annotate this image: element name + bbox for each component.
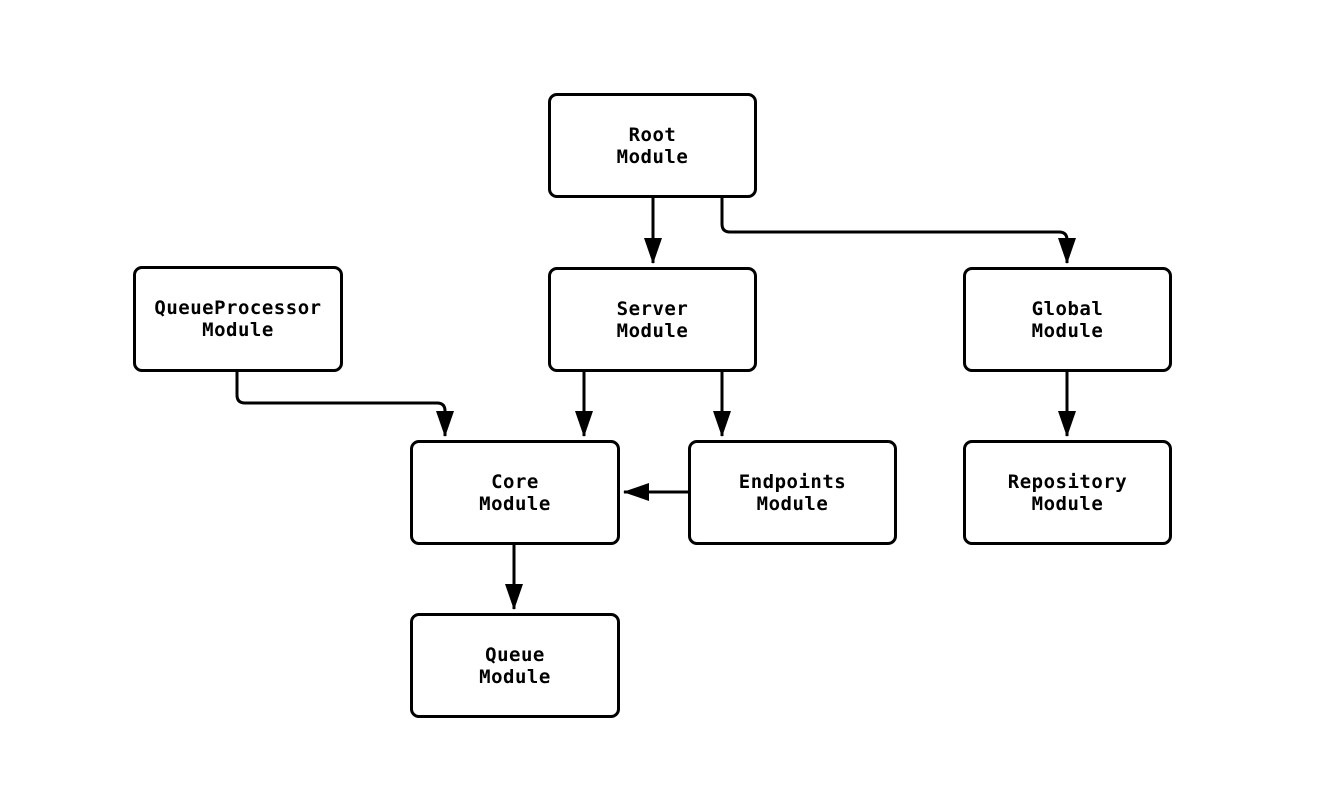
node-label-line: Repository bbox=[1007, 470, 1128, 493]
node-label-line: Global bbox=[1031, 297, 1104, 320]
node-label-line: Module bbox=[616, 145, 689, 168]
node-label-line: Module bbox=[756, 492, 829, 515]
node-label-line: Root bbox=[628, 123, 677, 146]
edge-group bbox=[235, 198, 1076, 610]
node-label-line: Module bbox=[1031, 319, 1104, 342]
node-label-line: Server bbox=[616, 297, 689, 320]
node-label-line: Module bbox=[479, 492, 551, 515]
node-label-line: Endpoints bbox=[738, 470, 847, 493]
node-label-line: QueueProcessor bbox=[154, 297, 322, 319]
node-label-line: Module bbox=[479, 665, 551, 688]
edge-queueprocessor-module-to-core-module bbox=[235, 372, 454, 437]
node-label-line: Module bbox=[202, 319, 274, 341]
node-label-line: Module bbox=[616, 319, 689, 342]
edge-root-module-to-global-module bbox=[720, 198, 1076, 264]
node-label-line: Module bbox=[1031, 492, 1104, 515]
node-label-line: Queue bbox=[485, 643, 545, 666]
node-label-line: Core bbox=[491, 470, 539, 493]
